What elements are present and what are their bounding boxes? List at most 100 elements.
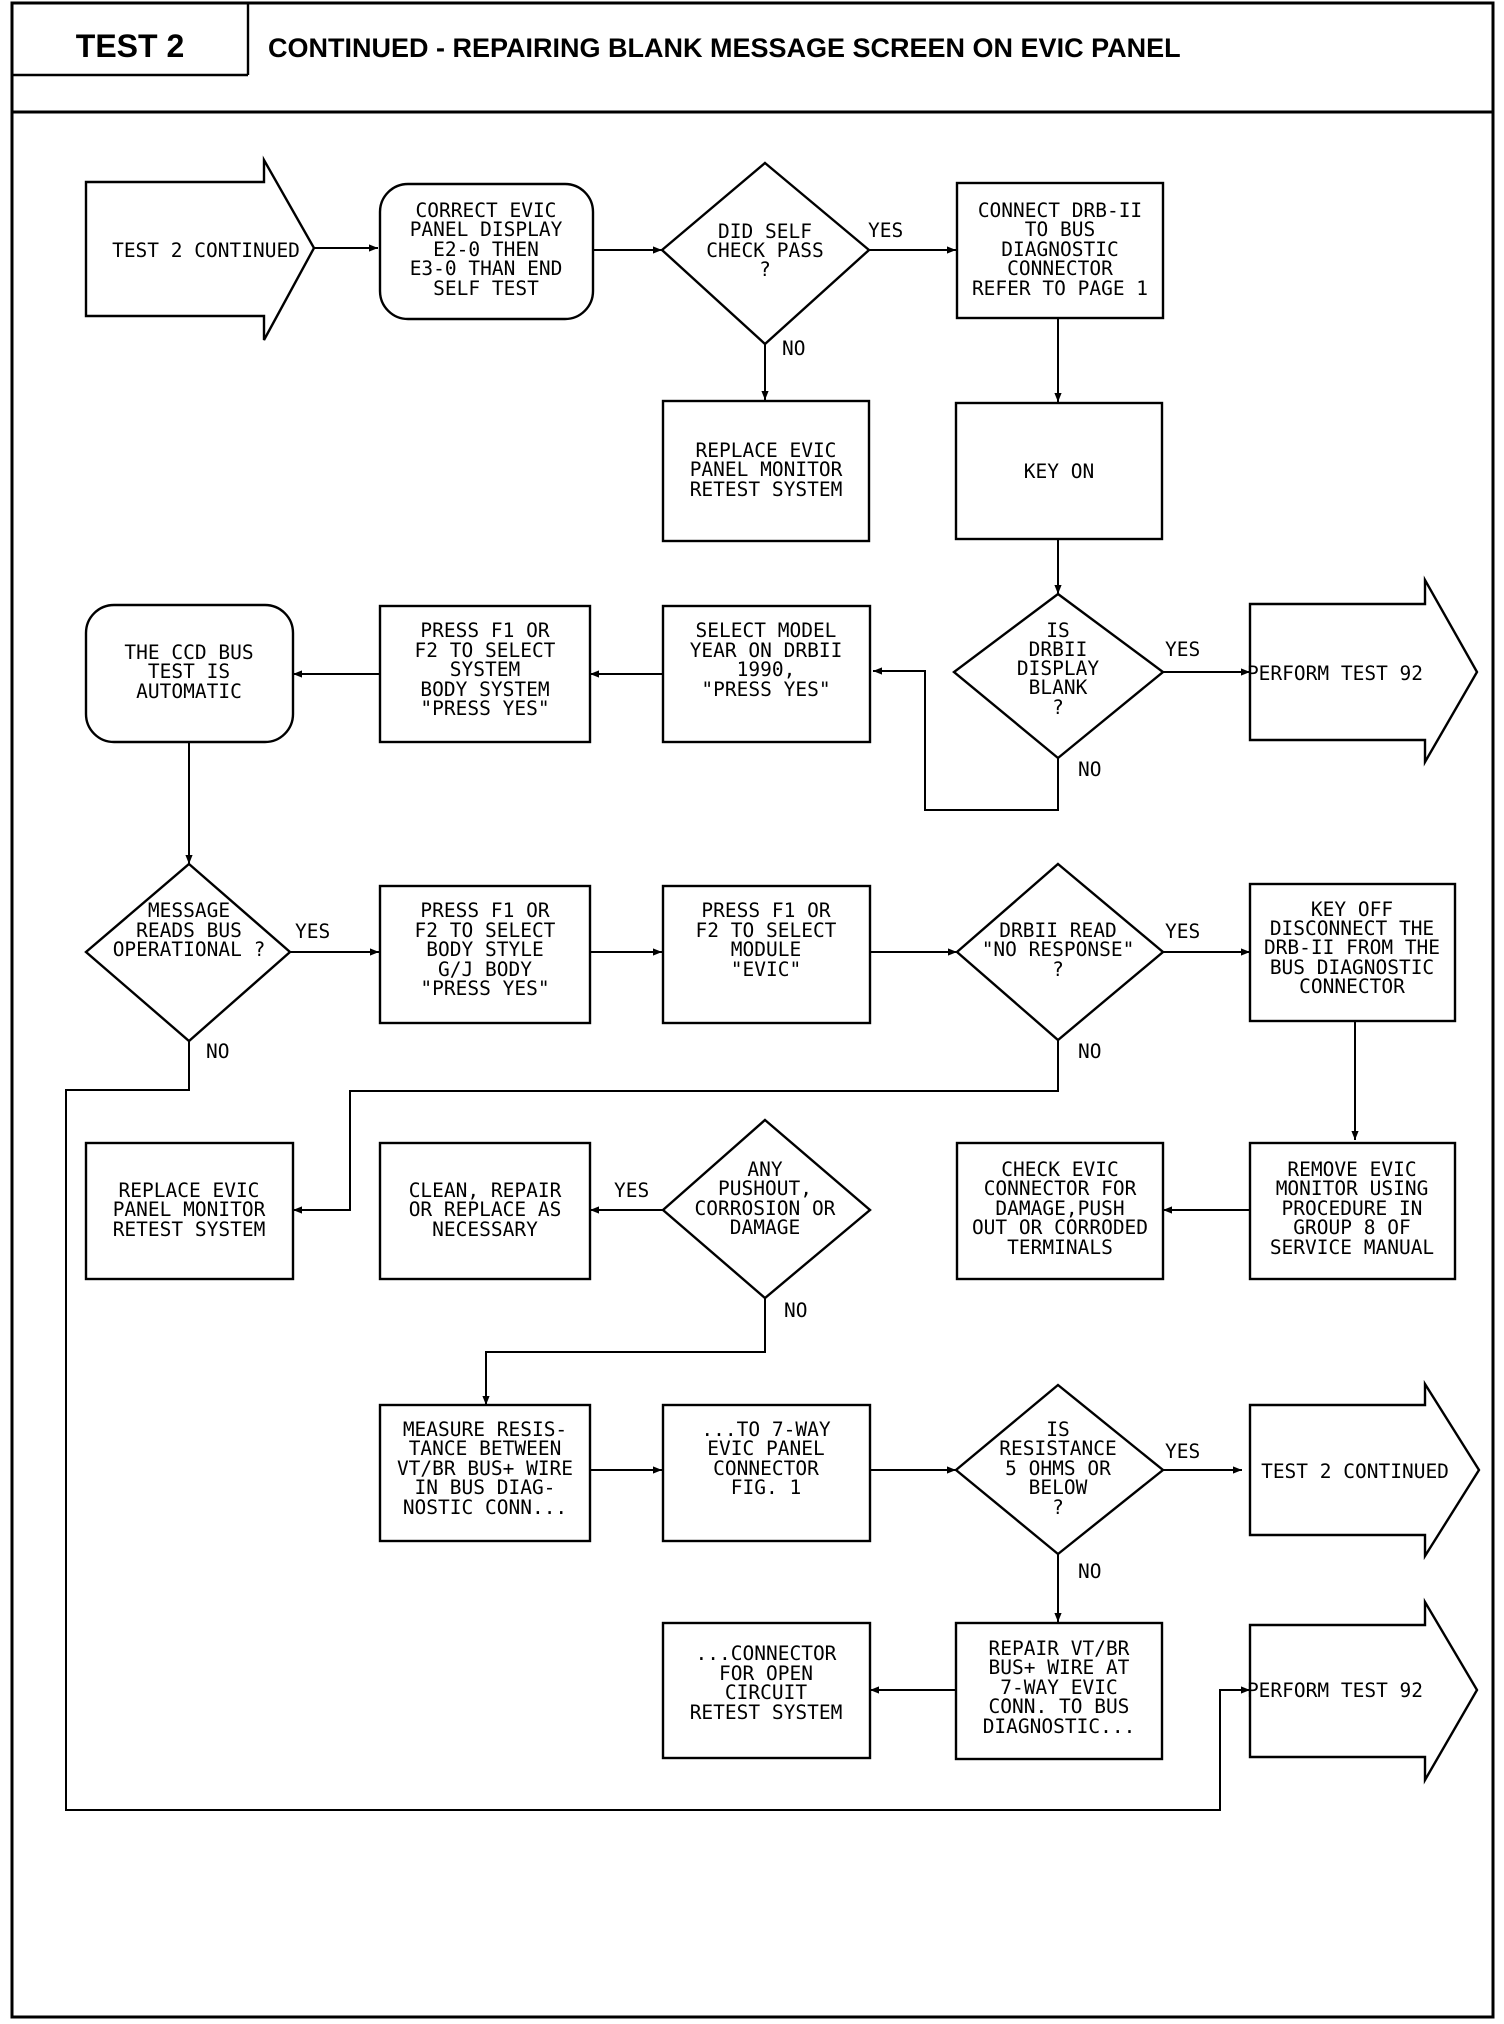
svg-text:DRB-II FROM THE: DRB-II FROM THE xyxy=(1264,936,1440,959)
svg-text:DID SELF: DID SELF xyxy=(718,220,812,243)
no-label: NO xyxy=(1078,1040,1101,1063)
svg-text:5 OHMS OR: 5 OHMS OR xyxy=(1005,1457,1111,1480)
svg-text:PANEL DISPLAY: PANEL DISPLAY xyxy=(410,218,563,241)
node-connector-open: ...CONNECTOR FOR OPEN CIRCUIT RETEST SYS… xyxy=(661,1621,872,1760)
svg-text:"PRESS YES": "PRESS YES" xyxy=(420,977,549,1000)
node-remove-monitor: REMOVE EVIC MONITOR USING PROCEDURE IN G… xyxy=(1248,1141,1457,1281)
svg-text:"PRESS YES": "PRESS YES" xyxy=(701,678,830,701)
svg-text:NOSTIC CONN...: NOSTIC CONN... xyxy=(403,1496,567,1519)
svg-text:PRESS F1 OR: PRESS F1 OR xyxy=(420,899,549,922)
svg-text:CONNECTOR: CONNECTOR xyxy=(1007,257,1113,280)
svg-text:TO BUS: TO BUS xyxy=(1025,218,1095,241)
decision-any-pushout: ANY PUSHOUT, CORROSION OR DAMAGE xyxy=(661,1118,872,1300)
svg-text:RETEST SYSTEM: RETEST SYSTEM xyxy=(690,478,843,501)
node-select-model: SELECT MODEL YEAR ON DRBII 1990, "PRESS … xyxy=(661,604,872,744)
svg-text:THE CCD BUS: THE CCD BUS xyxy=(124,641,253,664)
yes-label: YES xyxy=(868,219,903,242)
svg-text:EVIC PANEL: EVIC PANEL xyxy=(707,1437,824,1460)
svg-text:MESSAGE: MESSAGE xyxy=(148,899,230,922)
svg-text:REMOVE EVIC: REMOVE EVIC xyxy=(1287,1158,1416,1181)
no-label: NO xyxy=(1078,1560,1101,1583)
svg-text:F2 TO SELECT: F2 TO SELECT xyxy=(415,639,556,662)
svg-text:7-WAY EVIC: 7-WAY EVIC xyxy=(1000,1676,1117,1699)
svg-text:G/J BODY: G/J BODY xyxy=(438,958,532,981)
no-label: NO xyxy=(1078,758,1101,781)
svg-text:?: ? xyxy=(1052,1496,1064,1519)
svg-text:SELECT MODEL: SELECT MODEL xyxy=(696,619,837,642)
branch-labels: YES NO YES NO YES NO YES NO YES NO YES N… xyxy=(206,219,1200,1583)
svg-text:DIAGNOSTIC...: DIAGNOSTIC... xyxy=(983,1715,1136,1738)
svg-text:PERFORM TEST 92: PERFORM TEST 92 xyxy=(1247,662,1423,685)
svg-text:MONITOR USING: MONITOR USING xyxy=(1276,1177,1429,1200)
node-select-system: PRESS F1 OR F2 TO SELECT SYSTEM BODY SYS… xyxy=(378,604,592,744)
svg-text:AUTOMATIC: AUTOMATIC xyxy=(136,680,242,703)
svg-text:CONNECT DRB-II: CONNECT DRB-II xyxy=(978,199,1142,222)
decision-resistance: IS RESISTANCE 5 OHMS OR BELOW ? xyxy=(954,1383,1165,1556)
svg-text:PANEL MONITOR: PANEL MONITOR xyxy=(113,1198,266,1221)
svg-text:E2-0 THEN: E2-0 THEN xyxy=(433,238,539,261)
svg-text:TANCE BETWEEN: TANCE BETWEEN xyxy=(409,1437,562,1460)
svg-text:BUS DIAGNOSTIC: BUS DIAGNOSTIC xyxy=(1270,956,1434,979)
svg-text:BUS+ WIRE AT: BUS+ WIRE AT xyxy=(989,1656,1130,1679)
svg-text:DISPLAY: DISPLAY xyxy=(1017,657,1099,680)
svg-text:SERVICE MANUAL: SERVICE MANUAL xyxy=(1270,1236,1434,1259)
svg-text:OPERATIONAL ?: OPERATIONAL ? xyxy=(113,938,266,961)
node-correct-display: CORRECT EVIC PANEL DISPLAY E2-0 THEN E3-… xyxy=(378,182,595,321)
svg-text:BELOW: BELOW xyxy=(1029,1476,1088,1499)
svg-text:DRBII READ: DRBII READ xyxy=(999,919,1116,942)
node-perform-test-92-a: PERFORM TEST 92 xyxy=(1247,575,1479,767)
decision-msg-bus-operational: MESSAGE READS BUS OPERATIONAL ? xyxy=(84,862,292,1043)
node-repair-wire: REPAIR VT/BR BUS+ WIRE AT 7-WAY EVIC CON… xyxy=(954,1621,1164,1761)
svg-text:PRESS F1 OR: PRESS F1 OR xyxy=(420,619,549,642)
svg-text:RESISTANCE: RESISTANCE xyxy=(999,1437,1116,1460)
svg-text:OR REPLACE AS: OR REPLACE AS xyxy=(409,1198,562,1221)
svg-text:CHECK EVIC: CHECK EVIC xyxy=(1001,1158,1118,1181)
svg-text:DAMAGE: DAMAGE xyxy=(730,1216,800,1239)
svg-text:REPAIR VT/BR: REPAIR VT/BR xyxy=(989,1637,1130,1660)
svg-text:CIRCUIT: CIRCUIT xyxy=(725,1681,807,1704)
svg-text:DISCONNECT THE: DISCONNECT THE xyxy=(1270,917,1434,940)
node-key-on: KEY ON xyxy=(954,401,1164,541)
node-check-connector: CHECK EVIC CONNECTOR FOR DAMAGE,PUSH OUT… xyxy=(955,1141,1165,1281)
svg-text:DRBII: DRBII xyxy=(1029,638,1088,661)
yes-label: YES xyxy=(1165,920,1200,943)
svg-text:IN BUS DIAG-: IN BUS DIAG- xyxy=(415,1476,556,1499)
node-clean-repair: CLEAN, REPAIR OR REPLACE AS NECESSARY xyxy=(378,1141,592,1281)
svg-text:"PRESS YES": "PRESS YES" xyxy=(420,697,549,720)
node-to-7way: ...TO 7-WAY EVIC PANEL CONNECTOR FIG. 1 xyxy=(661,1403,872,1543)
page-title: CONTINUED - REPAIRING BLANK MESSAGE SCRE… xyxy=(268,33,1181,63)
svg-text:F2 TO SELECT: F2 TO SELECT xyxy=(415,919,556,942)
decision-no-response: DRBII READ "NO RESPONSE" ? xyxy=(955,862,1165,1042)
svg-text:KEY OFF: KEY OFF xyxy=(1311,898,1393,921)
svg-text:1990,: 1990, xyxy=(737,658,796,681)
svg-text:CONNECTOR: CONNECTOR xyxy=(1299,975,1405,998)
svg-text:CORROSION OR: CORROSION OR xyxy=(695,1197,836,1220)
connectors xyxy=(65,244,1359,1811)
no-label: NO xyxy=(206,1040,229,1063)
svg-text:PROCEDURE IN: PROCEDURE IN xyxy=(1282,1197,1423,1220)
svg-text:IS: IS xyxy=(1046,619,1069,642)
yes-label: YES xyxy=(1165,1440,1200,1463)
node-replace-monitor-1: REPLACE EVIC PANEL MONITOR RETEST SYSTEM xyxy=(661,399,871,543)
svg-text:RETEST SYSTEM: RETEST SYSTEM xyxy=(690,1701,843,1724)
node-replace-monitor-2: REPLACE EVIC PANEL MONITOR RETEST SYSTEM xyxy=(84,1141,295,1281)
svg-text:E3-0 THAN END: E3-0 THAN END xyxy=(410,257,563,280)
svg-text:SELF TEST: SELF TEST xyxy=(433,277,539,300)
svg-text:PUSHOUT,: PUSHOUT, xyxy=(718,1177,812,1200)
svg-text:TEST 2 CONTINUED: TEST 2 CONTINUED xyxy=(1261,1460,1449,1483)
svg-text:MEASURE RESIS-: MEASURE RESIS- xyxy=(403,1418,567,1441)
node-test-2-continued: TEST 2 CONTINUED xyxy=(1248,1379,1481,1561)
svg-text:CONN. TO BUS: CONN. TO BUS xyxy=(989,1695,1130,1718)
svg-text:OUT OR CORRODED: OUT OR CORRODED xyxy=(972,1216,1148,1239)
svg-text:SYSTEM: SYSTEM xyxy=(450,658,520,681)
svg-text:...TO 7-WAY: ...TO 7-WAY xyxy=(701,1418,830,1441)
svg-text:GROUP 8 OF: GROUP 8 OF xyxy=(1293,1216,1410,1239)
decision-display-blank: IS DRBII DISPLAY BLANK ? xyxy=(952,592,1165,760)
node-connect-drb: CONNECT DRB-II TO BUS DIAGNOSTIC CONNECT… xyxy=(955,181,1165,320)
svg-text:REPLACE EVIC: REPLACE EVIC xyxy=(119,1179,260,1202)
svg-text:?: ? xyxy=(759,258,771,281)
svg-text:CORRECT EVIC: CORRECT EVIC xyxy=(416,199,557,222)
node-start: TEST 2 CONTINUED xyxy=(84,155,316,341)
svg-text:"NO RESPONSE": "NO RESPONSE" xyxy=(982,938,1135,961)
svg-text:CONNECTOR FOR: CONNECTOR FOR xyxy=(984,1177,1137,1200)
